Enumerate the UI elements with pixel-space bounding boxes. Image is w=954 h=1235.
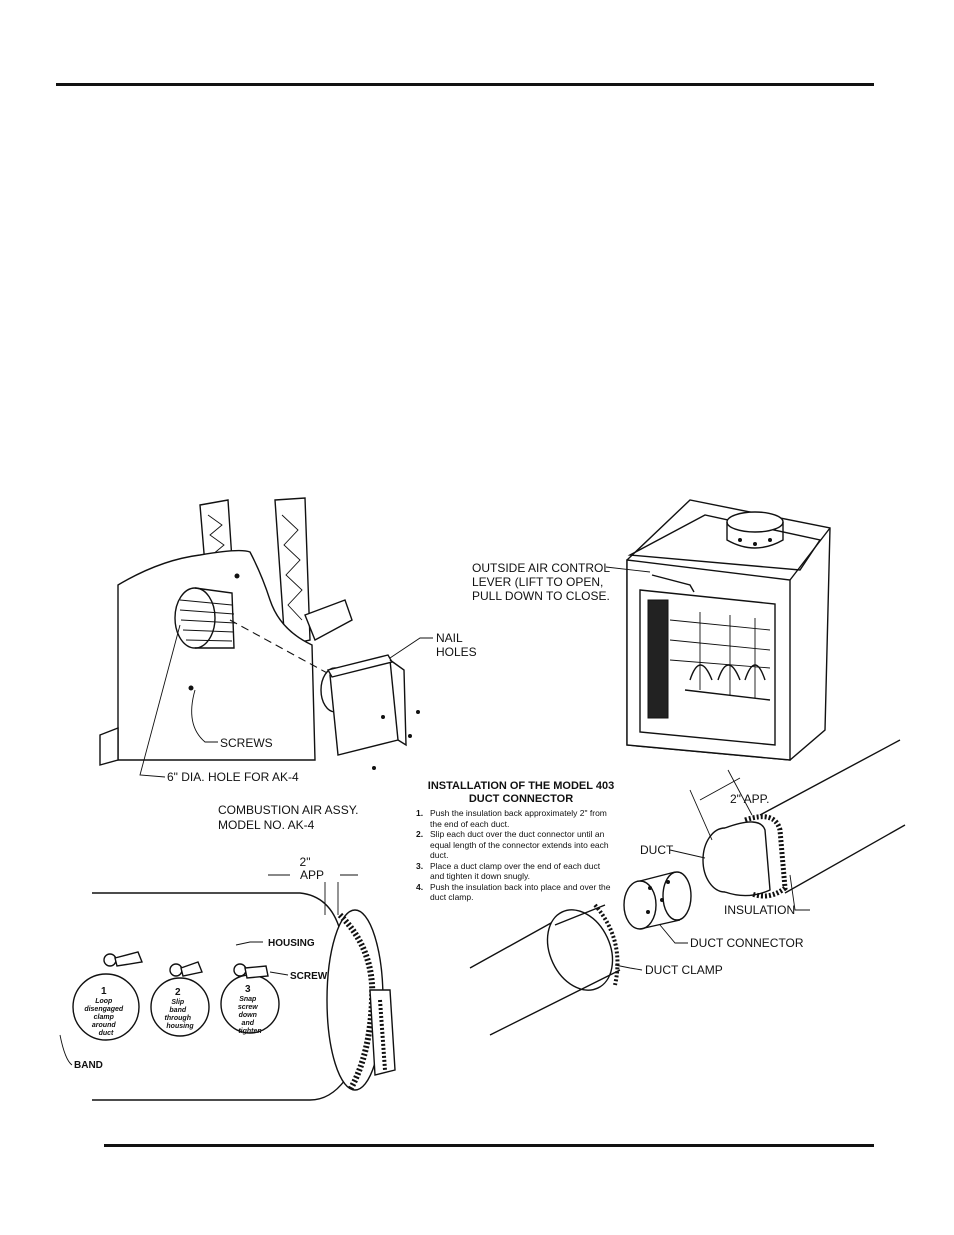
caption-line-2: MODEL NO. AK-4 (218, 818, 315, 832)
duct-assembly: 2" APP. DUCT INSULATION DUCT CONNECTOR D… (469, 739, 906, 1036)
clamp-two-in-2: APP (300, 868, 324, 882)
screws-label: SCREWS (220, 736, 273, 750)
hole-label: 6" DIA. HOLE FOR AK-4 (167, 770, 299, 784)
instructions-list: 1.Push the insulation back approximately… (416, 808, 616, 903)
two-inch-label: 2" APP. (730, 792, 769, 806)
step-3-text: 3 Snap screw down and tighten (238, 979, 262, 1035)
bottom-rule (104, 1144, 874, 1147)
clamp-detail: 2" APP HOUSING SCREW BAND 1 Loop disenga… (59, 855, 396, 1101)
top-rule (56, 83, 874, 86)
lever-label-2: LEVER (LIFT TO OPEN, (472, 575, 603, 589)
left-duct-end (546, 909, 614, 991)
stud-right (274, 497, 311, 646)
air-lever[interactable] (651, 574, 695, 593)
connector-label: DUCT CONNECTOR (690, 936, 804, 950)
step-1-circle (72, 973, 140, 1041)
duct-collar (174, 587, 216, 649)
clamp-two-in-1: 2" (300, 855, 311, 869)
step-2-text: 2 Slip band through housing (165, 982, 196, 1030)
insulation-layer (744, 814, 788, 899)
duct-label: DUCT (640, 843, 674, 857)
caption-line-1: COMBUSTION AIR ASSY. (218, 803, 358, 817)
screw-dot (234, 573, 240, 579)
band-label: BAND (74, 1060, 103, 1071)
insulation-label: INSULATION (724, 903, 795, 917)
wall-edge (99, 726, 119, 766)
wall-panel (117, 549, 316, 761)
clamp-label: DUCT CLAMP (645, 963, 723, 977)
instruction-step: 3.Place a duct clamp over the end of eac… (416, 860, 601, 882)
step-1-text: 1 Loop disengaged clamp around duct (84, 981, 127, 1037)
side-grate (647, 599, 669, 719)
instruction-step: 1.Push the insulation back approximately… (416, 808, 607, 829)
lever-label-1: OUTSIDE AIR CONTROL (472, 561, 610, 575)
log-grate (684, 664, 771, 701)
screw-label: SCREW (290, 971, 328, 982)
firebox-opening (639, 589, 776, 746)
fireplace-unit: OUTSIDE AIR CONTROL LEVER (LIFT TO OPEN,… (472, 499, 831, 761)
step-2-circle (150, 977, 210, 1037)
instruction-step: 2.Slip each duct over the duct connector… (416, 829, 609, 860)
flue-collar (726, 511, 784, 533)
duct-clamp (593, 903, 620, 986)
instructions-title-line-2: DUCT CONNECTOR (468, 793, 574, 805)
stud-cross (304, 599, 353, 641)
screw-dot (188, 685, 194, 691)
instruction-step: 4.Push the insulation back into place an… (416, 881, 611, 903)
instructions-title: INSTALLATION OF THE MODEL 403 DUCT CONNE… (416, 780, 626, 806)
housing-label: HOUSING (268, 938, 315, 949)
instructions-title-line-1: INSTALLATION OF THE MODEL 403 (427, 780, 615, 792)
lever-label-3: PULL DOWN TO CLOSE. (472, 589, 610, 603)
